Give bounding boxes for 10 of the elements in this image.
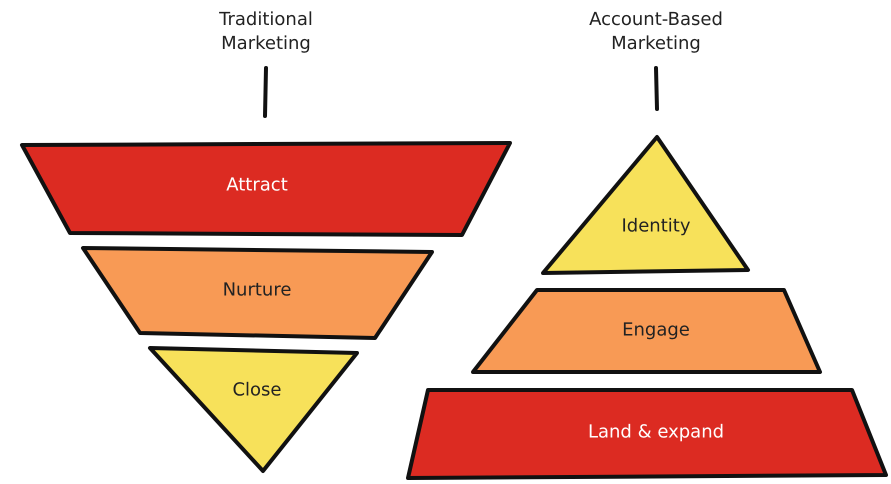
column-heading: Account-Based Marketing (556, 8, 756, 56)
segment-label: Engage (622, 320, 690, 340)
segment-label: Land & expand (588, 422, 724, 442)
segment-label: Identity (622, 216, 690, 236)
connector-line (654, 66, 659, 111)
segment-label: Close (232, 380, 282, 400)
column-heading: Traditional Marketing (176, 8, 356, 56)
segment-label: Attract (226, 174, 288, 196)
connector-line (263, 66, 268, 118)
segment-label: Nurture (222, 280, 292, 300)
